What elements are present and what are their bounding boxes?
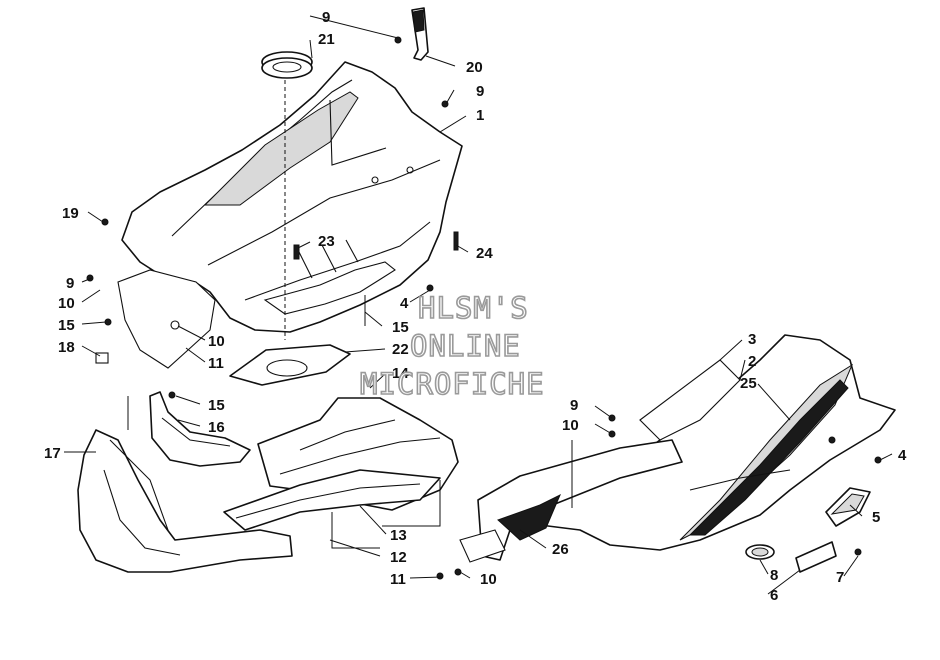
callout-5: 5 bbox=[872, 509, 880, 526]
pad-part-5 bbox=[825, 487, 871, 527]
callout-17: 17 bbox=[44, 445, 61, 462]
callout-15-mid: 15 bbox=[392, 319, 409, 336]
bumper-part-17 bbox=[77, 429, 293, 573]
callout-12: 12 bbox=[390, 549, 407, 566]
plate-part-22 bbox=[229, 344, 351, 386]
watermark-line-2: ONLINE bbox=[410, 329, 521, 363]
callout-10-right-lower: 10 bbox=[562, 417, 579, 434]
callout-3: 3 bbox=[748, 331, 756, 348]
callout-25: 25 bbox=[740, 375, 757, 392]
callout-18: 18 bbox=[58, 339, 75, 356]
callout-labels: 9 21 20 9 1 19 23 24 9 10 15 18 10 11 4 … bbox=[44, 9, 907, 604]
callout-10-mid: 10 bbox=[208, 333, 225, 350]
callout-10-bottom: 10 bbox=[480, 571, 497, 588]
callout-9-right: 9 bbox=[476, 83, 484, 100]
leader-lines bbox=[64, 15, 893, 595]
callout-15-left: 15 bbox=[58, 317, 75, 334]
callout-20: 20 bbox=[466, 59, 483, 76]
upper-body-part-1 bbox=[117, 61, 463, 369]
callout-22: 22 bbox=[392, 341, 409, 358]
cap-part-8 bbox=[745, 544, 775, 560]
watermark-line-3: MICROFICHE bbox=[360, 367, 545, 401]
callout-19: 19 bbox=[62, 205, 79, 222]
callout-9-left: 9 bbox=[66, 275, 74, 292]
callout-11-bottom: 11 bbox=[390, 571, 406, 588]
plate-part-6 bbox=[795, 541, 837, 573]
callout-9-top: 9 bbox=[322, 9, 330, 26]
callout-7: 7 bbox=[836, 569, 844, 586]
strip-part-13 bbox=[223, 469, 441, 531]
callout-4-mid: 4 bbox=[400, 295, 409, 312]
callout-13: 13 bbox=[390, 527, 407, 544]
callout-8: 8 bbox=[770, 567, 778, 584]
shield-part-16 bbox=[149, 391, 251, 467]
callout-21: 21 bbox=[318, 31, 335, 48]
callout-2: 2 bbox=[748, 353, 756, 370]
ring-part-21 bbox=[261, 51, 313, 79]
callout-15-lower: 15 bbox=[208, 397, 225, 414]
watermark: HLSM'S ONLINE MICROFICHE bbox=[359, 290, 545, 402]
bracket-part-20 bbox=[411, 7, 429, 61]
callout-23: 23 bbox=[318, 233, 335, 250]
callout-4-right: 4 bbox=[898, 447, 907, 464]
watermark-line-1: HLSM'S bbox=[418, 291, 529, 325]
lower-body-part-2 bbox=[459, 334, 896, 563]
callout-1: 1 bbox=[476, 107, 484, 124]
callout-6: 6 bbox=[770, 587, 778, 604]
callout-24: 24 bbox=[476, 245, 493, 262]
callout-14: 14 bbox=[392, 365, 409, 382]
callout-11-mid: 11 bbox=[208, 355, 224, 372]
callout-16: 16 bbox=[208, 419, 225, 436]
callout-9-right-lower: 9 bbox=[570, 397, 578, 414]
callout-10-left: 10 bbox=[58, 295, 75, 312]
callout-26: 26 bbox=[552, 541, 569, 558]
fasteners bbox=[86, 36, 882, 580]
